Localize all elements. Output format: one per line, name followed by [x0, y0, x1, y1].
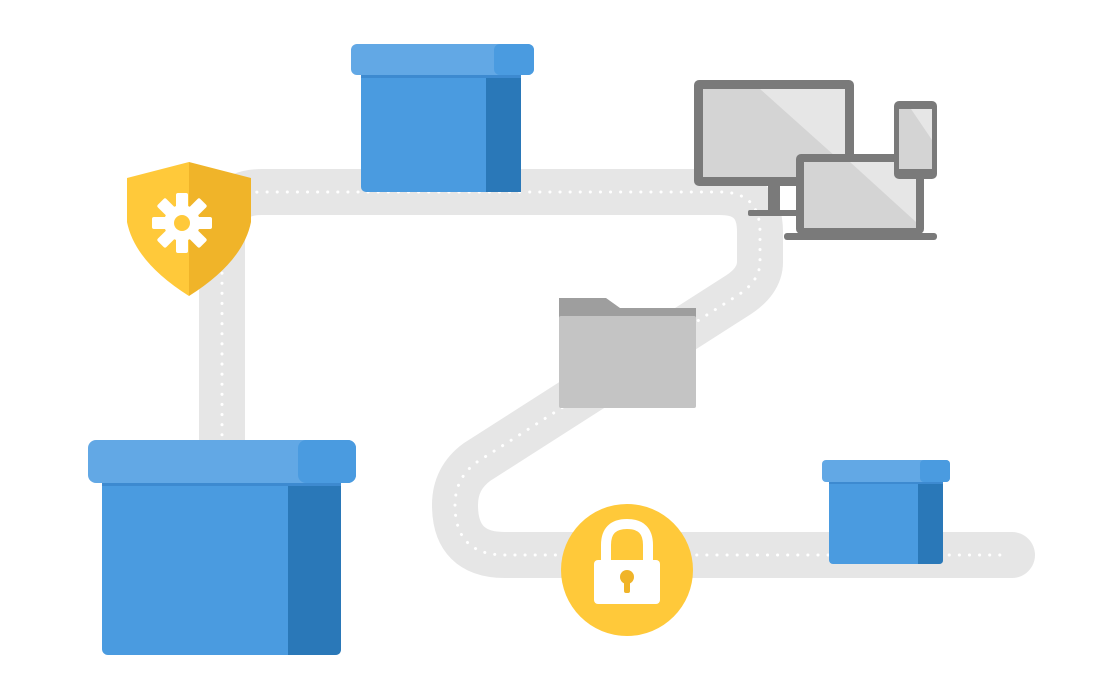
shield-gear-icon [127, 162, 251, 296]
padlock-icon [561, 504, 693, 636]
phone-icon [894, 101, 937, 179]
road-dots [220, 190, 1002, 557]
laptop-icon [784, 154, 937, 240]
box-small-icon [822, 460, 950, 564]
box-top-icon [351, 44, 534, 192]
devices-icon [694, 80, 937, 240]
box-large-icon [88, 440, 356, 655]
road [199, 169, 1035, 578]
folder-icon [559, 298, 696, 408]
